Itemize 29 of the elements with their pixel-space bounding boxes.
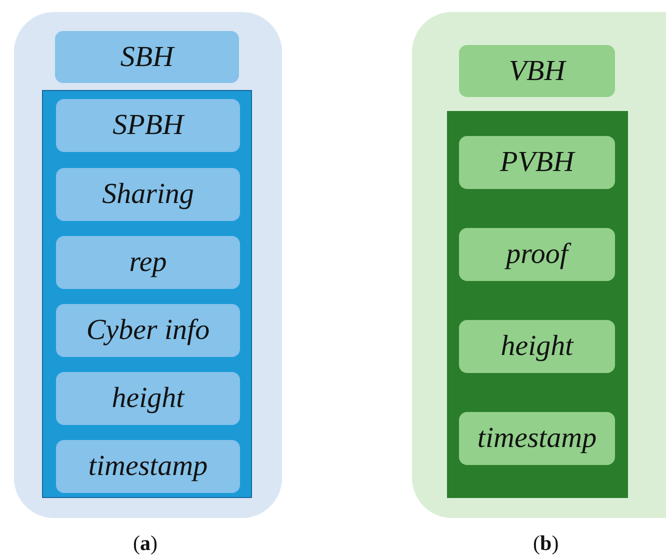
container-panel xyxy=(412,12,666,518)
field-label: height xyxy=(112,382,184,415)
field-box xyxy=(56,236,240,289)
field-label: PVBH xyxy=(500,146,574,179)
field-label: Sharing xyxy=(102,178,194,211)
field-box xyxy=(56,99,240,152)
body-panel xyxy=(42,90,252,498)
field-box xyxy=(459,136,615,189)
panel-caption: (b) xyxy=(533,531,559,556)
field-box xyxy=(56,304,240,357)
field-label: VBH xyxy=(508,54,566,88)
body-panel xyxy=(447,111,628,498)
field-label: timestamp xyxy=(477,422,597,455)
field-box xyxy=(56,372,240,425)
field-label: rep xyxy=(129,246,167,279)
field-label: timestamp xyxy=(88,450,208,483)
field-label: Cyber info xyxy=(86,314,210,347)
field-label: SBH xyxy=(120,40,174,74)
panel-caption: (a) xyxy=(133,531,158,556)
field-box xyxy=(56,440,240,493)
field-box xyxy=(56,168,240,221)
field-box xyxy=(459,412,615,465)
field-box xyxy=(459,320,615,373)
field-label: SPBH xyxy=(112,109,184,142)
field-label: height xyxy=(500,330,574,363)
field-box xyxy=(459,45,615,97)
container-panel xyxy=(14,12,282,518)
field-box xyxy=(459,228,615,281)
field-box xyxy=(55,31,239,83)
